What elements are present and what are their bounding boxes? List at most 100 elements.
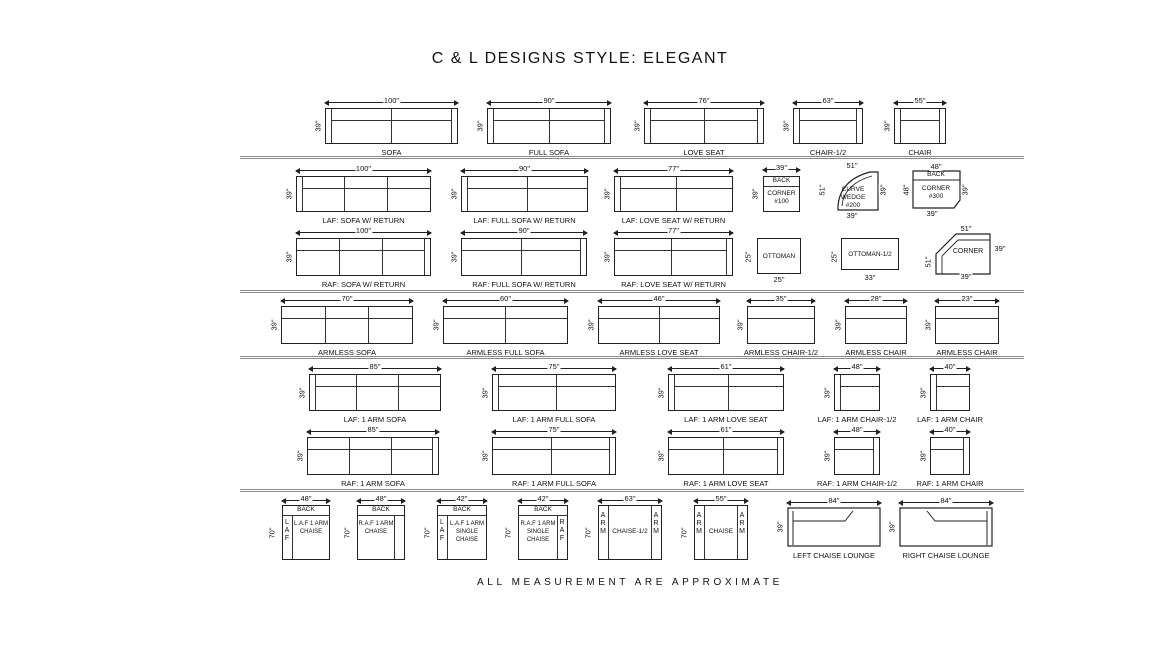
row-divider (240, 156, 1024, 159)
back-label: BACK (927, 171, 945, 178)
furniture-piece (487, 108, 611, 144)
height-dimension-label: 39" (656, 386, 666, 399)
height-dimension-label: 39" (284, 188, 294, 200)
item-label: RAF: 1 ARM LOVE SEAT (683, 479, 769, 488)
width-dimension-label: 23" (960, 294, 974, 303)
height-dimension-label: 39" (269, 319, 279, 331)
height-dimension-label: 70" (679, 526, 689, 539)
width-dimension-label: 77" (666, 164, 681, 173)
furniture-piece (325, 108, 458, 144)
seat-back (308, 438, 433, 450)
width-dimension-label: 40" (943, 425, 957, 434)
height-dimension-label: 39" (822, 450, 832, 462)
left-arm: A R M (695, 506, 705, 559)
right-arm (777, 438, 783, 474)
height-dimension-label: 39" (295, 450, 305, 462)
item-label: RAF: LOVE SEAT W/ RETURN (621, 280, 726, 289)
seat-back (840, 375, 879, 387)
chaise-name: CHAISE-1/2 (612, 528, 648, 535)
width-dimension-label: 60" (498, 294, 513, 303)
item-label: LOVE SEAT (683, 148, 725, 157)
item-label: RAF: SOFA W/ RETURN (321, 280, 406, 289)
height-dimension-label: 70" (267, 526, 277, 539)
height-dimension-label: 39" (833, 319, 843, 331)
left-arm (895, 109, 901, 143)
furniture-piece (492, 437, 616, 475)
width-dimension-label: 90" (542, 96, 556, 105)
width-dimension-label: 35" (774, 294, 788, 303)
furniture-piece (834, 437, 880, 475)
seat-back (748, 307, 814, 319)
right-arm (963, 438, 969, 474)
item-label: LAF: SOFA W/ RETURN (322, 216, 405, 225)
width-dimension-label: 100" (354, 226, 373, 235)
side-arm (394, 515, 404, 559)
width-dimension-label: 42" (536, 494, 550, 503)
row-divider (240, 489, 1024, 492)
furniture-piece (614, 238, 733, 276)
cushion-divider (368, 307, 370, 343)
side-arm: R A F (557, 515, 567, 559)
furniture-piece (894, 108, 946, 144)
cushion-divider (381, 239, 383, 275)
furniture-piece (845, 306, 907, 344)
item-label: LEFT CHAISE LOUNGE (793, 551, 875, 560)
back-label: BACK (519, 506, 567, 516)
width-dimension-label: 77" (666, 226, 681, 235)
height-dimension-label: 39" (431, 319, 441, 331)
width-dimension-label: 55" (913, 96, 927, 105)
chaise-name: L.A.F 1 ARM CHAISE (293, 521, 328, 535)
height-dimension-label: 39" (602, 251, 612, 263)
back-label: BACK (283, 506, 329, 516)
side-letters: R A F (559, 519, 565, 542)
right-arm (424, 239, 430, 275)
width-dimension-label: 42" (455, 494, 469, 503)
cushion-divider (548, 109, 550, 143)
cushion-divider (505, 307, 507, 343)
footer-note: ALL MEASUREMENT ARE APPROXIMATE (477, 577, 783, 588)
width-dimension-label: 85" (368, 362, 382, 371)
right-arm (873, 438, 879, 474)
left-arm (310, 375, 316, 410)
width-dimension-label: 100" (382, 96, 401, 105)
item-label: RAF: FULL SOFA W/ RETURN (472, 280, 576, 289)
chaise-name: CHAISE (708, 528, 734, 535)
right-arm (939, 109, 945, 143)
furniture-piece (461, 238, 587, 276)
seat-back (282, 307, 412, 319)
ottoman-label: OTTOMAN-1/2 (848, 251, 892, 258)
furniture-piece (309, 374, 441, 411)
width-dimension-label: 25" (772, 275, 786, 284)
seat-back (931, 438, 964, 450)
item-label: RAF: 1 ARM CHAIR-1/2 (816, 479, 898, 488)
height-dimension-label: 70" (342, 526, 352, 539)
seat-back (846, 307, 906, 319)
height-dimension-label: 39" (923, 319, 933, 331)
height-dimension-label: 39" (887, 521, 897, 533)
width-dimension-label: 39" (925, 209, 939, 218)
height-dimension-label: 39" (822, 386, 832, 399)
seat-back (936, 307, 998, 319)
cushion-divider (526, 177, 528, 211)
furniture-piece (935, 306, 999, 344)
height-dimension-label: 39" (602, 188, 612, 200)
wedge-name: CURVE WEDGE #200 (840, 186, 866, 209)
height-dimension-label: 70" (422, 526, 432, 539)
cushion-divider (349, 438, 351, 474)
cushion-divider (386, 177, 388, 211)
ottoman-piece: OTTOMAN (757, 238, 801, 274)
cushion-divider (521, 239, 523, 275)
item-label: LAF: LOVE SEAT W/ RETURN (621, 216, 726, 225)
left-arm (462, 177, 468, 211)
height-dimension-label: 39" (449, 251, 459, 263)
seat-back (302, 177, 430, 189)
width-dimension-label: 51" (845, 161, 859, 170)
width-dimension-label: 84" (827, 496, 841, 505)
height-dimension-label: 39" (735, 319, 745, 331)
cushion-divider (344, 177, 346, 211)
furniture-piece (307, 437, 439, 475)
height-dimension-label: 51" (817, 184, 827, 196)
